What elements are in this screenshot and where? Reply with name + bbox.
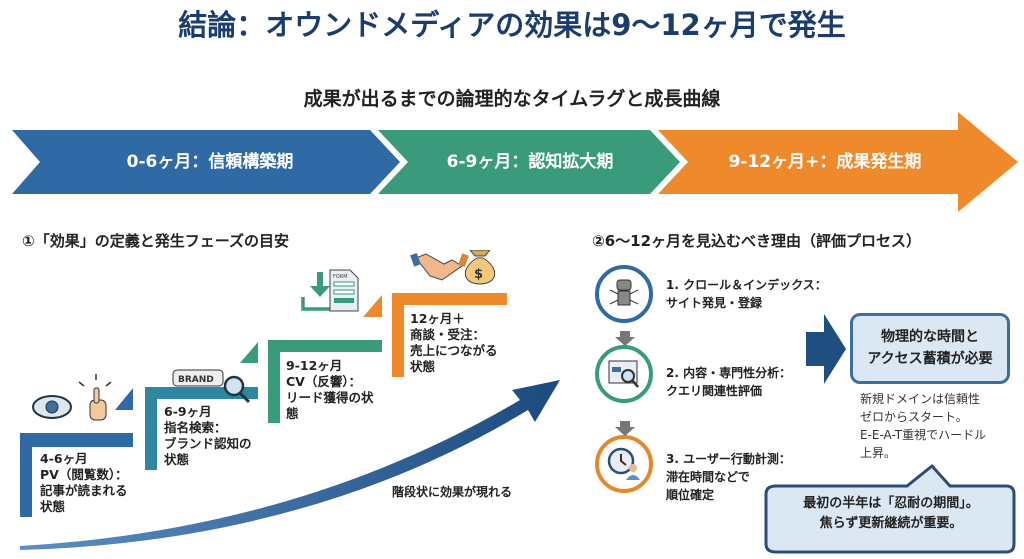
timeline-banner xyxy=(12,112,1018,212)
section2-heading: ②6〜12ヶ月を見込むべき理由（評価プロセス） xyxy=(592,232,922,250)
step-tri-3 xyxy=(363,295,382,317)
process-step-1: 1. クロール＆インデックス： サイト発見・登録 xyxy=(666,278,827,310)
handshake-icon xyxy=(410,252,469,281)
step-2-text: 6-9ヶ月 指名検索： ブランド認知の 状態 xyxy=(164,404,252,467)
process-step-desc-line: 順位確定 xyxy=(666,488,715,502)
stair-chart: BRAND FORM $ xyxy=(20,250,560,550)
step-bar-1 xyxy=(20,433,133,447)
step-bar-3 xyxy=(268,340,382,352)
clock-user-icon xyxy=(595,435,653,493)
step-bar-4 xyxy=(392,293,507,305)
step-period: 9-12ヶ月 xyxy=(286,358,343,373)
banner-phase-3 xyxy=(658,112,1018,212)
banner-label-1: 0-6ヶ月：信頼構築期 xyxy=(126,152,294,172)
down-arrow-icon xyxy=(615,427,635,436)
brand-search-icon: BRAND xyxy=(172,369,251,404)
process-step-2: 2. 内容・専門性分析： クエリ関連性評価 xyxy=(666,366,792,398)
banner-phase-2 xyxy=(378,130,680,194)
step-period: 4-6ヶ月 xyxy=(40,451,88,466)
eye-icon xyxy=(32,395,72,419)
callout-text: 最初の半年は「忍耐の期間」。 焦らず更新継続が重要。 xyxy=(803,496,979,531)
section1-heading: ①「効果」の定義と発生フェーズの目安 xyxy=(22,232,289,250)
step-tri-2 xyxy=(240,342,258,363)
step-1-text: 4-6ヶ月 PV（閲覧数）： 記事が読まれる 状態 xyxy=(40,451,128,514)
svg-text:$: $ xyxy=(474,267,483,282)
process-step-desc-line: 滞在時間などで xyxy=(666,470,750,484)
right-arrow-icon xyxy=(806,314,846,384)
step-3-text: 9-12ヶ月 CV（反響）： リード獲得の状 態 xyxy=(286,358,374,421)
subtitle: 成果が出るまでの論理的なタイムラグと成長曲線 xyxy=(303,88,721,110)
page-title: 結論：オウンドメディアの効果は9〜12ヶ月で発生 xyxy=(178,8,846,42)
banner-label-3: 9-12ヶ月+：成果発生期 xyxy=(728,152,922,172)
callout-bubble xyxy=(764,463,1016,554)
banner-label-2: 6-9ヶ月：認知拡大期 xyxy=(446,152,614,172)
note-text: 新規ドメインは信頼性 ゼロからスタート。 E-E-A-T重視でハードル 上昇。 xyxy=(860,392,987,460)
robot-crawler-icon xyxy=(595,265,653,323)
step-period: 6-9ヶ月 xyxy=(164,404,212,419)
step-tri-1 xyxy=(115,388,133,410)
form-icon: FORM xyxy=(329,269,359,312)
process-step-3: 3. ユーザー行動計測： 滞在時間などで順位確定 xyxy=(666,452,791,502)
page-analysis-icon xyxy=(595,345,653,403)
down-arrow-icon xyxy=(615,337,635,346)
conclusion-box: 物理的な時間と アクセス蓄積が必要 xyxy=(850,313,1010,384)
brand-label: BRAND xyxy=(178,375,214,385)
click-hand-icon xyxy=(78,374,112,421)
curve-label: 階段状に効果が現れる xyxy=(392,485,513,499)
money-bag-icon: $ xyxy=(464,250,496,285)
svg-text:FORM: FORM xyxy=(333,274,348,280)
step-period: 12ヶ月＋ xyxy=(410,311,465,326)
banner-phase-1 xyxy=(12,130,400,194)
step-4-text: 12ヶ月＋ 商談・受注： 売上につながる 状態 xyxy=(410,311,498,374)
